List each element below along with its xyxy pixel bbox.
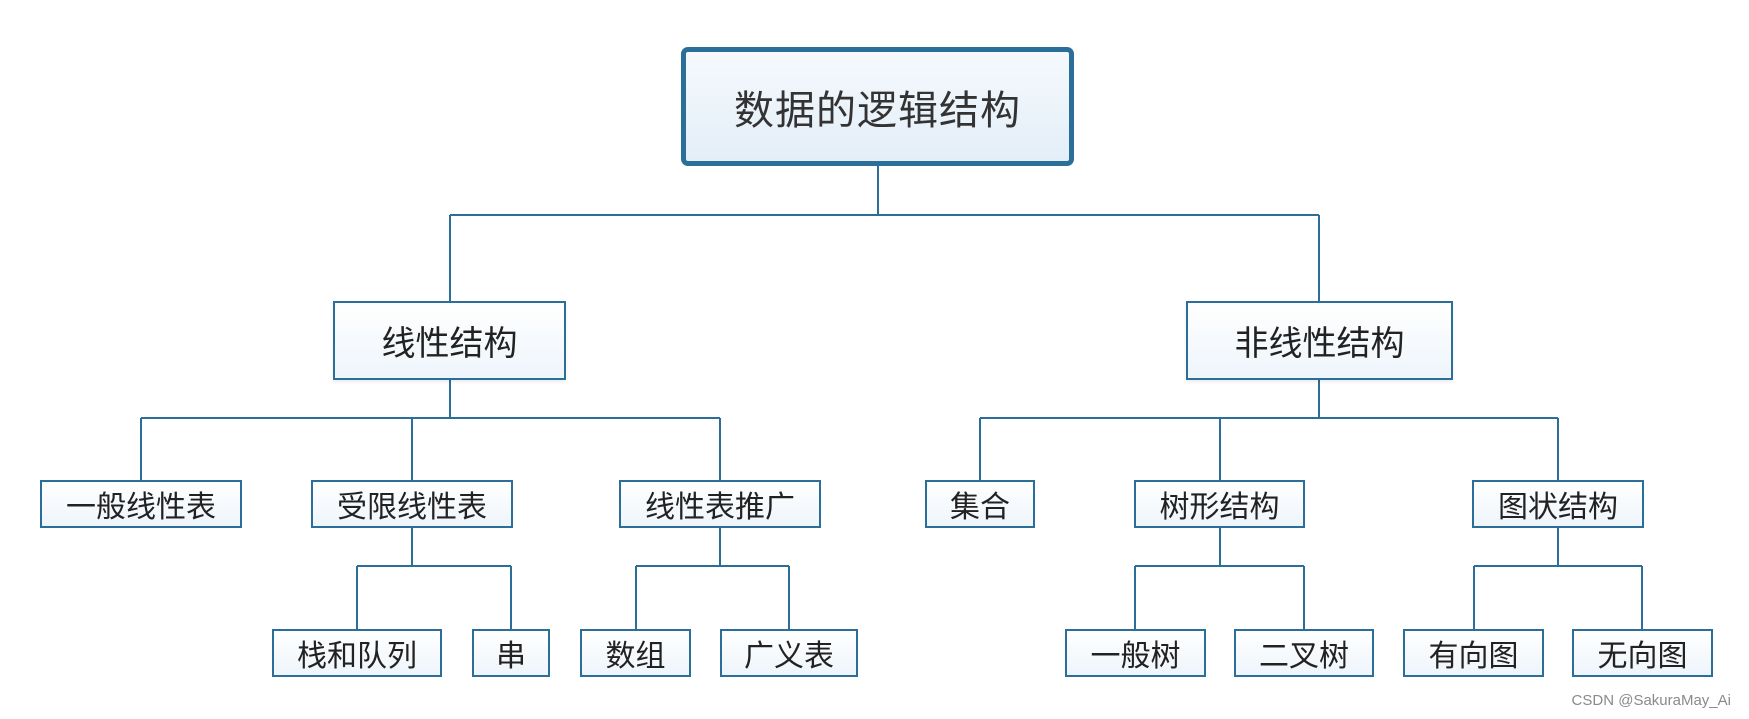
node-nonlinear-structure: 非线性结构 <box>1186 301 1453 380</box>
node-stack-and-queue: 栈和队列 <box>272 629 442 677</box>
node-string: 串 <box>472 629 550 677</box>
node-general-linear-list: 一般线性表 <box>40 480 242 528</box>
node-linear-structure: 线性结构 <box>333 301 566 380</box>
node-generalized-list: 广义表 <box>720 629 858 677</box>
node-array: 数组 <box>580 629 691 677</box>
node-undirected-graph: 无向图 <box>1572 629 1713 677</box>
watermark: CSDN @SakuraMay_Ai <box>1567 692 1735 709</box>
node-set: 集合 <box>925 480 1035 528</box>
node-restricted-linear-list: 受限线性表 <box>311 480 513 528</box>
node-directed-graph: 有向图 <box>1403 629 1544 677</box>
node-linear-list-generalization: 线性表推广 <box>619 480 821 528</box>
node-binary-tree: 二叉树 <box>1234 629 1374 677</box>
node-graph-structure: 图状结构 <box>1472 480 1644 528</box>
node-tree-structure: 树形结构 <box>1134 480 1305 528</box>
node-root: 数据的逻辑结构 <box>681 47 1074 166</box>
node-general-tree: 一般树 <box>1065 629 1206 677</box>
